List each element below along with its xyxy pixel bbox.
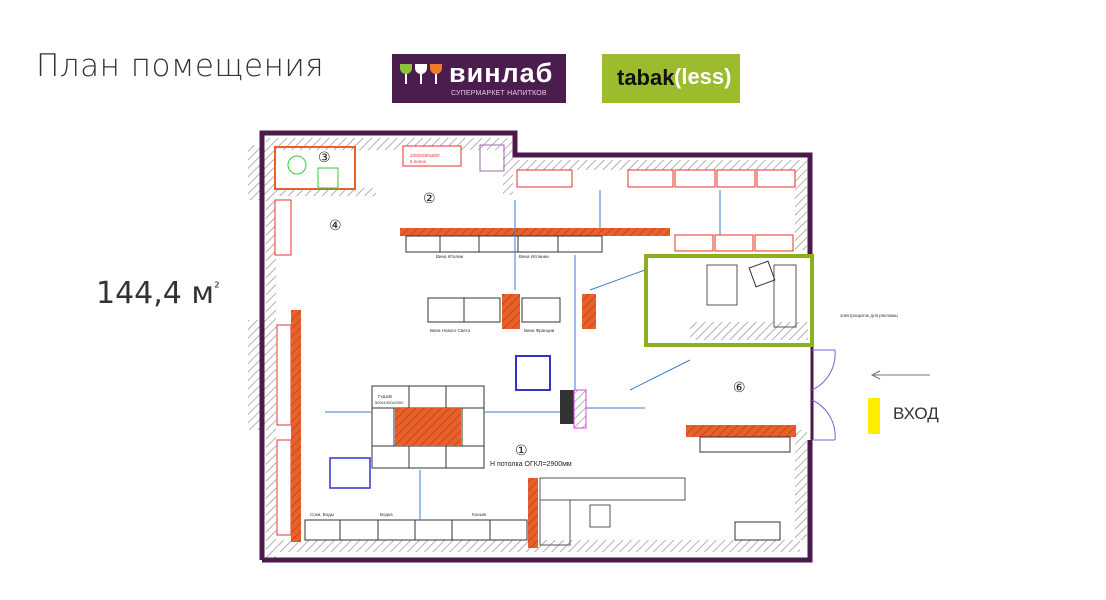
shelf-label: 500х1000х2300 [375, 400, 404, 405]
area-number: 144,4 м [96, 276, 215, 311]
shelf-label: Вина Италии [436, 254, 464, 259]
shelf-unit [674, 234, 714, 252]
room-number-4: ④ [329, 218, 342, 234]
shelf-label: ГхШхВ [378, 394, 392, 399]
entrance-arrow-icon [870, 370, 930, 380]
slide-title: План помещения [36, 48, 325, 84]
shelf-unit [627, 169, 674, 188]
shelf-unit [754, 234, 794, 252]
wall-hatching [248, 138, 807, 558]
shelf-unit [756, 169, 796, 188]
shelf-label: 2200х500х600 [410, 153, 440, 158]
area-value: 144,4 м² [96, 276, 220, 311]
shelf-unit [674, 169, 716, 188]
vinlab-name: винлаб [449, 58, 554, 88]
glass-icon [430, 64, 442, 74]
shelf-label: Соки, Воды [310, 512, 334, 517]
less-text: (less) [674, 64, 732, 89]
glass-icon [415, 64, 427, 74]
shelf-label: 5 полок [410, 159, 426, 164]
room-number-6: ⑥ [733, 380, 746, 396]
tabak-text: tabak [617, 65, 675, 90]
central-island [371, 385, 485, 469]
shelf-unit [516, 169, 573, 188]
shelf-unit [716, 169, 756, 188]
left-shelves [274, 199, 292, 536]
shelf-unit [714, 234, 754, 252]
shelf-label: Вина Франции [524, 328, 555, 333]
entrance-label: ВХОД [893, 404, 939, 423]
tabakless-logo: tabak (less) [602, 54, 740, 103]
ads-note: электрощиток для рекламы [840, 313, 898, 318]
wall-shelf-row [405, 235, 603, 253]
room-number-1: ① [515, 443, 528, 459]
shelf-label: Вина Испании [519, 254, 549, 259]
ceiling-height-note: Н потолка ОГКЛ=2900мм [490, 461, 572, 468]
top-shelves [402, 145, 796, 252]
room-number-3: ③ [318, 150, 331, 166]
shelf-label: Коньяк [472, 512, 486, 517]
glass-icon [400, 64, 412, 74]
gondola-row [427, 297, 561, 323]
dimension-lines [325, 190, 721, 520]
vinlab-logo: винлаб СУПЕРМАРКЕТ НАПИТКОВ [392, 54, 566, 103]
area-unit-sup: ² [214, 280, 220, 296]
vinlab-tagline: СУПЕРМАРКЕТ НАПИТКОВ [451, 90, 547, 97]
shelf-unit [402, 145, 462, 167]
shelf-label: Водка [380, 512, 393, 517]
shelf-label: Вина Нового Света [430, 328, 471, 333]
entrance-marker [868, 398, 880, 434]
room-number-2: ② [423, 191, 436, 207]
outer-wall [259, 130, 813, 563]
